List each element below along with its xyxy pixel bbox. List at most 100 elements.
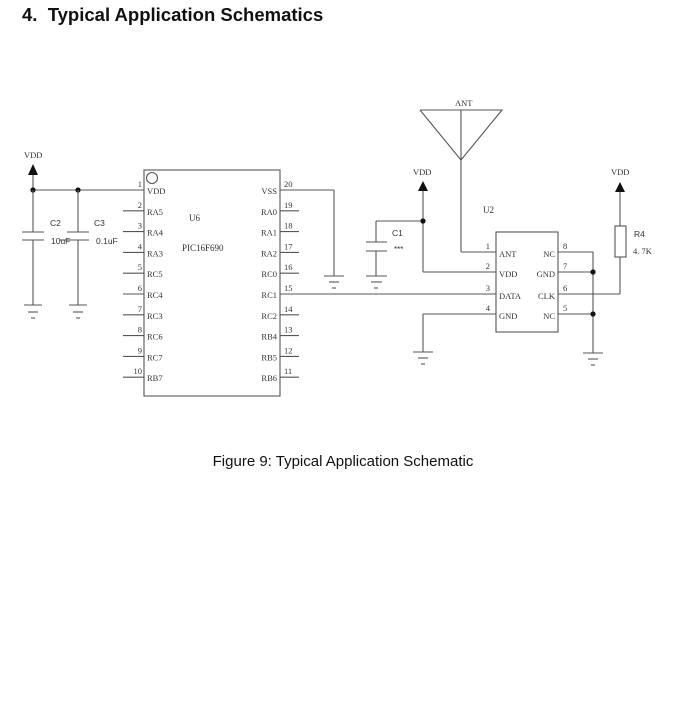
pin-name: ANT: [499, 249, 517, 259]
section-title: Typical Application Schematics: [47, 4, 324, 25]
ground-icon: [583, 352, 603, 366]
ic-u2-body: [495, 231, 559, 333]
pin-number: 5: [138, 262, 142, 272]
pin-name: RC2: [261, 311, 277, 321]
pin-name: RB7: [147, 373, 163, 383]
pin-name: NC: [543, 249, 555, 259]
r4-value: 4. 7K: [633, 246, 653, 256]
pin-name: RA5: [147, 207, 163, 217]
pin-name: GND: [537, 269, 555, 279]
figure-caption: Figure 9: Typical Application Schematic: [212, 453, 474, 470]
vdd-symbol-mid: VDD: [413, 167, 431, 191]
pin-name: RA3: [147, 248, 163, 258]
pin-name: RA4: [147, 228, 164, 238]
pin-name: DATA: [499, 291, 522, 301]
pin-name: RC3: [147, 311, 163, 321]
pin-name: RA0: [261, 207, 277, 217]
pin-name: RA2: [261, 248, 277, 258]
capacitor-c2: C2 10uF: [22, 190, 70, 305]
ground-icon: [324, 275, 344, 289]
pin-name: RC0: [261, 269, 277, 279]
pin-number: 3: [138, 221, 142, 231]
pin-number: 12: [284, 345, 293, 355]
u6-part: PIC16F690: [182, 243, 224, 253]
pin1-marker-icon: [145, 171, 159, 185]
u2-ref: U2: [483, 205, 494, 215]
vdd-symbol-right: VDD: [611, 167, 629, 192]
pin-number: 4: [486, 303, 491, 313]
pin-name: RC4: [147, 290, 163, 300]
pin-number: 8: [563, 241, 567, 251]
pin-number: 15: [284, 283, 293, 293]
capacitor-c3: C3 0.1uF: [60, 190, 118, 305]
ic-u6: U6 PIC16F690 1VDD2RA53RA44RA35RC56RC47RC…: [123, 169, 299, 397]
ic-u6-body: [143, 169, 281, 397]
schematic-diagram: VDD C2 10uF C3 0.1uF U6 PIC16F69: [22, 98, 653, 397]
pin-number: 6: [563, 283, 567, 293]
vdd-label-right: VDD: [611, 167, 629, 177]
c1-value: ***: [394, 245, 403, 254]
pin-number: 16: [284, 262, 293, 272]
pin-name: RC5: [147, 269, 163, 279]
c3-ref: C3: [94, 218, 105, 228]
pin-name: RC7: [147, 352, 163, 362]
power-arrow-icon: [615, 182, 625, 192]
pin-name: RC6: [147, 332, 163, 342]
pin-number: 3: [486, 283, 490, 293]
c1-ref: C1: [392, 228, 403, 238]
pin-number: 7: [138, 304, 142, 314]
pin-number: 10: [134, 366, 143, 376]
r4-ref: R4: [634, 229, 645, 239]
pin-number: 7: [563, 261, 567, 271]
resistor-r4: R4 4. 7K: [614, 225, 653, 258]
pin-number: 18: [284, 221, 293, 231]
pin-number: 4: [138, 241, 143, 251]
pin-number: 5: [563, 303, 567, 313]
pin-number: 1: [486, 241, 490, 251]
pin-number: 20: [284, 179, 293, 189]
section-number: 4.: [22, 4, 38, 25]
c2-value: 10uF: [51, 236, 70, 246]
ground-icon: [24, 304, 42, 319]
pin-number: 11: [284, 366, 292, 376]
pin-name: VDD: [499, 269, 517, 279]
vdd-label-left: VDD: [24, 150, 42, 160]
power-arrow-icon: [28, 164, 38, 175]
junction-dot: [590, 311, 596, 317]
pin-number: 13: [284, 325, 293, 335]
pin-name: CLK: [538, 291, 556, 301]
pin-number: 1: [138, 179, 142, 189]
section-heading: 4. Typical Application Schematics: [22, 4, 323, 26]
u2-pin: 5NC: [543, 303, 567, 321]
power-arrow-icon: [418, 181, 428, 191]
pin-number: 8: [138, 325, 142, 335]
pin-name: GND: [499, 311, 517, 321]
pin-name: NC: [543, 311, 555, 321]
capacitor-c1: C1 ***: [366, 221, 403, 276]
pin-name: RA1: [261, 228, 277, 238]
pin-name: VSS: [261, 186, 277, 196]
u2-pin: 8NC: [543, 241, 567, 259]
pin-name: RC1: [261, 290, 277, 300]
junction-dot: [420, 218, 426, 224]
